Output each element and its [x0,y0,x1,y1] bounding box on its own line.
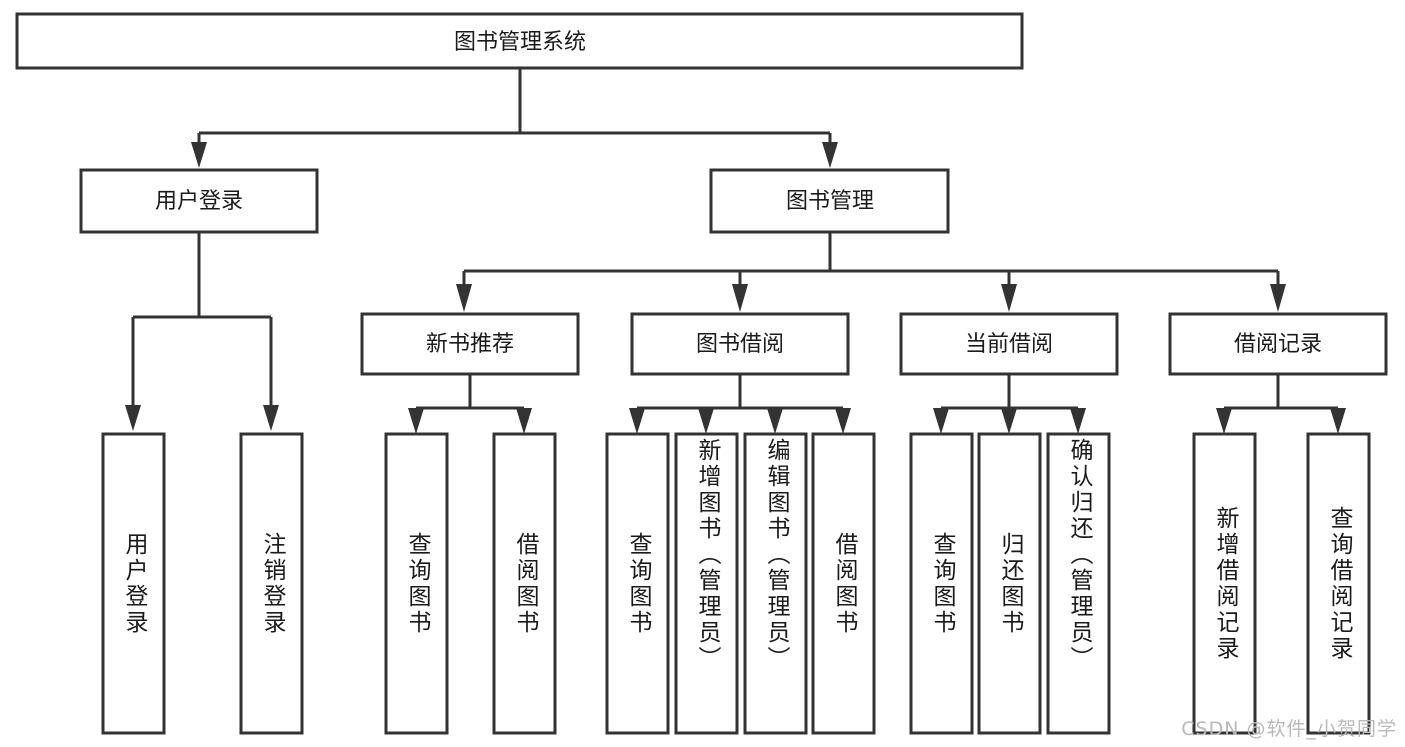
node-box-leaf-confirm-return[interactable] [1046,432,1111,735]
node-label-book-borrow: 图书借阅 [696,332,784,357]
arrowhead-leaf-user-login [125,405,141,431]
node-label-current-borrow: 当前借阅 [965,332,1053,357]
node-label-book-manage: 图书管理 [786,189,874,214]
node-box-leaf-user-login[interactable] [101,432,166,735]
node-box-leaf-return-book[interactable] [977,432,1042,735]
arrowhead-leaf-add-record [1216,408,1232,434]
node-box-leaf-query-book-2[interactable] [605,432,670,735]
node-box-leaf-logout[interactable] [239,432,304,735]
arrowhead-leaf-borrow-book-2 [835,408,851,434]
node-box-leaf-add-record[interactable] [1192,432,1257,735]
arrowhead-current-borrow [1001,284,1017,312]
node-label-root: 图书管理系统 [454,30,586,55]
node-box-leaf-borrow-book-2[interactable] [811,432,876,735]
node-box-root[interactable] [15,12,1024,70]
node-box-leaf-query-book-1[interactable] [384,432,449,735]
arrowhead-leaf-query-book-2 [629,408,645,434]
arrowhead-leaf-add-book [698,408,714,434]
arrowhead-leaf-return-book [1001,408,1017,434]
connectors [125,68,1346,434]
arrowhead-leaf-query-book-3 [933,408,949,434]
node-label-user-login: 用户登录 [155,189,243,214]
arrowhead-leaf-edit-book [767,408,783,434]
node-box-borrow-record[interactable] [1168,312,1388,376]
node-box-leaf-query-record[interactable] [1306,432,1371,735]
arrowhead-book-manage [822,142,838,168]
arrowhead-leaf-confirm-return [1070,408,1086,434]
node-box-new-book-rec[interactable] [360,312,580,376]
arrowhead-borrow-record [1270,284,1286,312]
node-box-book-manage[interactable] [709,168,950,234]
node-box-current-borrow[interactable] [899,312,1119,376]
arrowhead-user-login [191,142,207,168]
node-box-book-borrow[interactable] [630,312,850,376]
arrowhead-leaf-query-record [1330,408,1346,434]
node-label-borrow-record: 借阅记录 [1234,332,1322,357]
node-boxes: 图书管理系统 用户登录 图书管理 新书推荐 图书借阅 当前借阅 借阅记录 [15,12,1388,735]
arrowhead-leaf-borrow-book-1 [516,408,532,434]
arrowhead-leaf-query-book-1 [408,408,424,434]
node-box-leaf-add-book[interactable] [674,432,739,735]
node-label-new-book-rec: 新书推荐 [426,332,514,357]
node-box-leaf-borrow-book-1[interactable] [492,432,557,735]
node-box-leaf-edit-book[interactable] [743,432,808,735]
node-box-user-login[interactable] [79,168,319,234]
arrowhead-leaf-logout [263,405,279,431]
arrowhead-book-borrow [732,284,748,312]
arrowhead-new-book-rec [456,284,472,312]
node-box-leaf-query-book-3[interactable] [909,432,974,735]
